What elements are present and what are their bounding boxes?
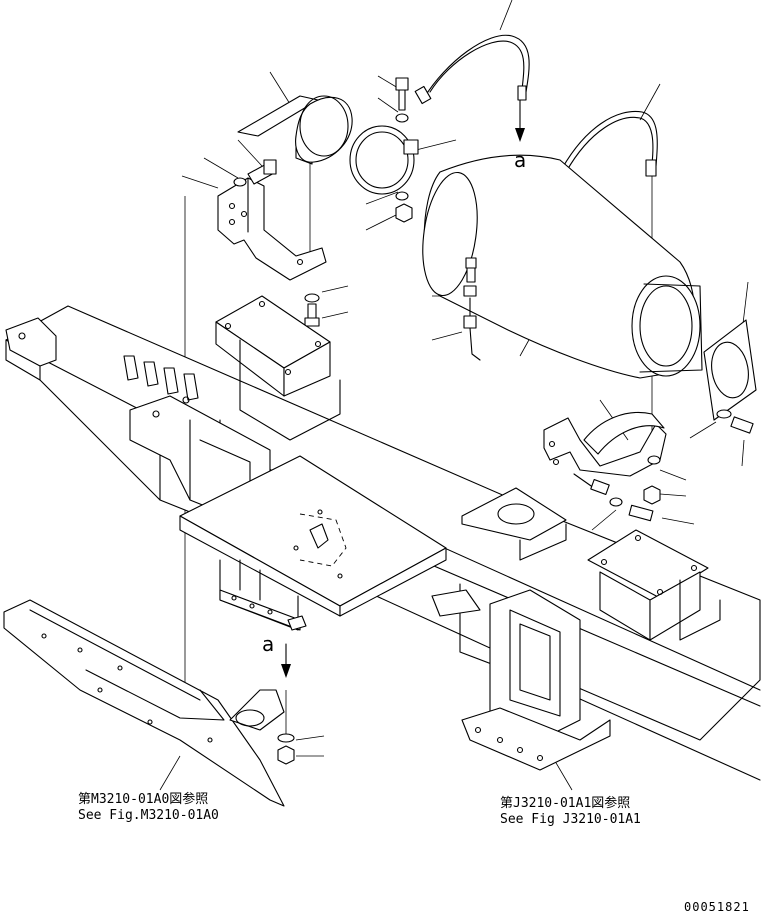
reference-en-left: See Fig.M3210-01A0 xyxy=(78,808,219,823)
lower-left-plate xyxy=(3,599,285,807)
center-plate xyxy=(179,455,447,631)
reference-jp-right: 第J3210-01A1図参照 xyxy=(500,796,631,811)
clamp-band xyxy=(349,125,419,195)
upper-bracket xyxy=(217,95,353,281)
marker-a-lower: a xyxy=(262,632,275,656)
left-mount xyxy=(215,295,341,441)
arrow-marker-a xyxy=(281,99,525,678)
right-mount xyxy=(587,529,721,641)
reference-en-right: See Fig J3210-01A1 xyxy=(500,812,641,827)
marker-a-upper: a xyxy=(514,148,527,172)
gasket xyxy=(703,319,757,421)
drawing-number: 00051821 xyxy=(684,900,750,914)
muffler-bracket xyxy=(543,412,667,495)
right-frame-upright xyxy=(461,487,611,771)
right-fasteners xyxy=(609,409,754,522)
reference-jp-left: 第M3210-01A0図参照 xyxy=(78,792,209,807)
upper-left-clip xyxy=(123,355,199,401)
lower-fasteners xyxy=(277,733,295,765)
muffler xyxy=(422,154,703,379)
upper-fasteners xyxy=(233,77,413,327)
